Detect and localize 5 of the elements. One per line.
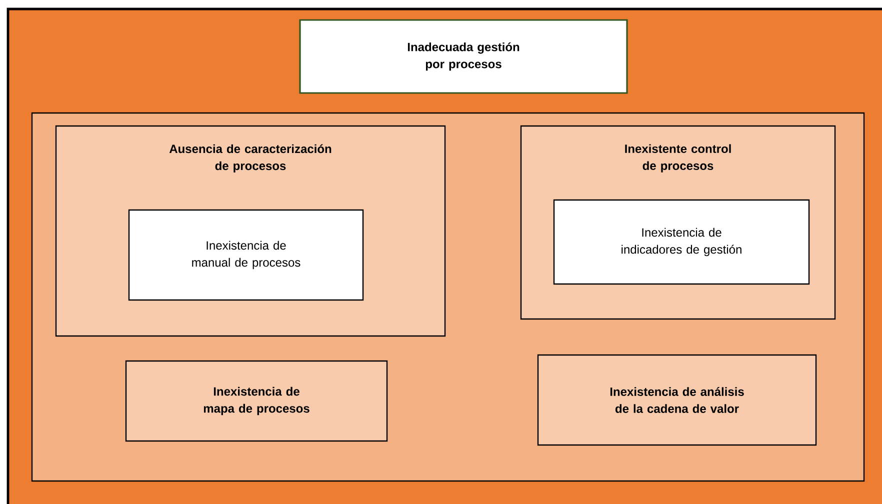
text-box: Inexistencia de manual de procesos bbox=[128, 209, 364, 301]
text-box: Inadecuada gestión por procesos bbox=[299, 19, 628, 94]
text-box: Inexistencia de análisis de la cadena de valor bbox=[537, 354, 817, 446]
text-box: Inexistencia de mapa de procesos bbox=[125, 360, 388, 442]
text-box: Inexistencia de indicadores de gestión bbox=[553, 199, 810, 285]
